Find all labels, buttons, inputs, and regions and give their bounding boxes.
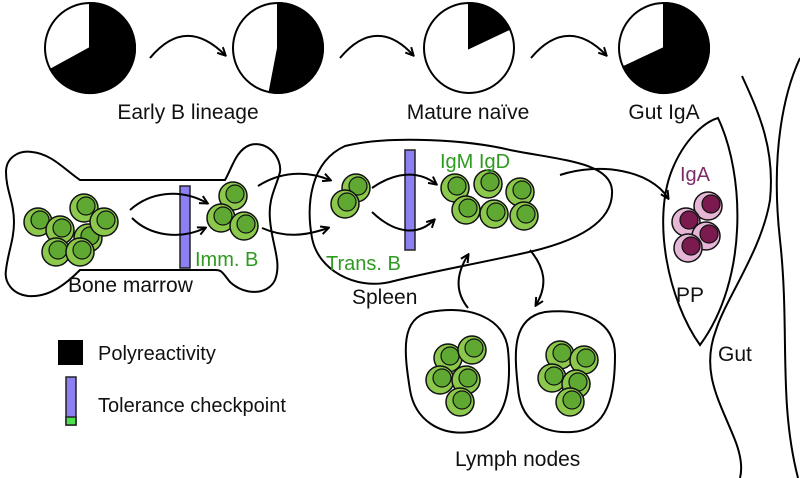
pie-polyreactive-slice [268, 1, 324, 94]
cell-nucleus [458, 198, 478, 218]
cells-imm-b [206, 181, 259, 241]
arrow-spleen-lower [371, 211, 434, 232]
gut-wall-left [709, 75, 772, 478]
pie-polyreactive-slice [468, 1, 512, 50]
cell-nucleus [480, 172, 500, 192]
cell-nucleus [348, 176, 368, 196]
cell-nucleus [699, 224, 719, 244]
cell-nucleus [72, 240, 92, 260]
pie-arrow-3 [530, 34, 606, 59]
cell-nucleus [452, 390, 472, 410]
legend-checkpoint-label: Tolerance checkpoint [98, 395, 286, 417]
label-imm-b: Imm. B [195, 249, 258, 271]
arrow-spleen-to-ln [529, 249, 545, 305]
legend-polyreactivity-swatch [58, 340, 83, 365]
label-mature-naive: Mature naïve [407, 101, 530, 124]
label-iga: IgA [680, 164, 711, 186]
checkpoint-spleen [404, 149, 416, 251]
gut-wall-right [775, 57, 800, 478]
arrow-bm-to-spleen-upper [257, 172, 330, 187]
cell-nucleus [48, 240, 68, 260]
cells-bone-marrow-early [23, 193, 119, 267]
cell-nucleus [464, 338, 484, 358]
cell-nucleus [701, 194, 721, 214]
label-igm-igd: IgM IgD [440, 151, 510, 173]
pie-gut-iga [618, 1, 710, 94]
pie-polyreactive-slice [49, 1, 136, 94]
label-spleen: Spleen [352, 286, 417, 309]
cell-nucleus [576, 348, 596, 368]
legend-checkpoint-tip [65, 416, 77, 426]
cell-nucleus [432, 368, 452, 388]
label-pp: PP [676, 284, 704, 307]
cell-nucleus [440, 346, 460, 366]
label-gut: Gut [718, 343, 752, 366]
legend: Polyreactivity Tolerance checkpoint [58, 340, 286, 426]
arrow-bm-upper [129, 192, 207, 211]
label-gut-iga: Gut IgA [628, 101, 699, 124]
pie-arrow-1 [149, 34, 225, 59]
label-bone-marrow: Bone marrow [68, 274, 194, 297]
legend-polyreactivity-label: Polyreactivity [98, 343, 216, 365]
lymph-node-right-outline [514, 310, 617, 434]
arrow-bm-lower [131, 217, 205, 236]
cells-lymph-node-left [425, 335, 487, 417]
label-early-b-lineage: Early B lineage [117, 101, 258, 124]
label-trans-b: Trans. B [326, 253, 401, 275]
cell-nucleus [76, 196, 96, 216]
pie-arrow-2 [339, 34, 413, 59]
pie-intermediate [232, 1, 324, 94]
cell-nucleus [236, 214, 256, 234]
pie-early-b [44, 1, 136, 94]
cell-nucleus [447, 176, 467, 196]
arrow-spleen-upper [371, 173, 436, 189]
cell-nucleus [337, 192, 357, 212]
cell-nucleus [552, 343, 572, 363]
cell-nucleus [681, 236, 701, 256]
cell-nucleus [458, 368, 478, 388]
cell-nucleus [52, 218, 72, 238]
pie-mature-naive [423, 1, 515, 94]
pie-polyreactive-slice [621, 1, 710, 94]
cell-nucleus [544, 366, 564, 386]
cell-nucleus [516, 204, 536, 224]
cell-nucleus [225, 184, 245, 204]
label-lymph-nodes: Lymph nodes [455, 448, 580, 471]
cell-nucleus [486, 202, 506, 222]
cell-nucleus [679, 210, 699, 230]
cells-iga [671, 191, 723, 263]
cells-lymph-node-right [537, 340, 599, 417]
cells-igm-igd [440, 169, 539, 231]
cells-trans-b [330, 173, 371, 219]
cell-nucleus [512, 180, 532, 200]
cell-nucleus [30, 210, 50, 230]
arrow-spleen-to-pp [559, 167, 668, 198]
arrow-ln-to-spleen [457, 255, 468, 309]
cell-nucleus [562, 390, 582, 410]
cell-nucleus [213, 206, 233, 226]
cell-nucleus [96, 210, 116, 230]
checkpoint-bone-marrow [179, 185, 191, 269]
arrow-bm-to-spleen-lower [261, 228, 328, 236]
